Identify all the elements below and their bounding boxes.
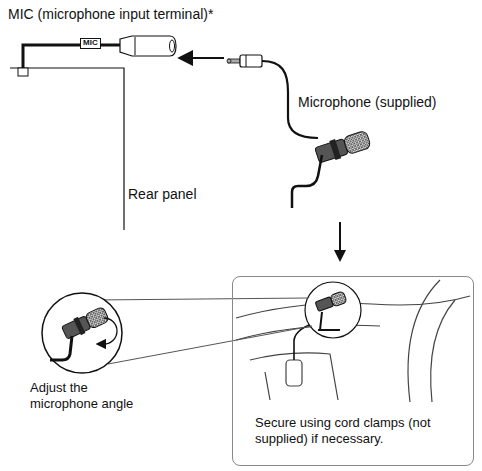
microphone bbox=[314, 129, 372, 165]
callout-circle bbox=[42, 293, 122, 373]
angle-arrow bbox=[104, 318, 117, 344]
microphone-detail bbox=[315, 291, 347, 313]
down-arrow bbox=[334, 222, 346, 262]
detail-circle bbox=[305, 282, 361, 338]
part-label: Rear panel bbox=[128, 186, 228, 203]
insert-arrow bbox=[190, 57, 224, 59]
rear-panel bbox=[10, 68, 124, 230]
input-terminal bbox=[120, 36, 176, 56]
node-text: MIC bbox=[83, 39, 98, 48]
instruction-label: Adjust the microphone angle bbox=[30, 380, 148, 411]
plug-tag: MIC bbox=[80, 38, 101, 49]
callout-cone bbox=[95, 298, 312, 364]
clip-callout bbox=[50, 336, 72, 360]
microphone-callout bbox=[61, 305, 110, 341]
microphone-clip bbox=[292, 155, 322, 208]
terminal-cable bbox=[23, 45, 126, 68]
microphone-plug bbox=[227, 55, 262, 67]
terminal-label: MIC (microphone input terminal)* bbox=[8, 6, 308, 23]
instruction-box: Secure using cord clamps (not supplied) … bbox=[232, 276, 474, 466]
node-text: Secure using cord clamps (not supplied) … bbox=[255, 415, 463, 448]
part-label: Microphone (supplied) bbox=[298, 94, 478, 111]
